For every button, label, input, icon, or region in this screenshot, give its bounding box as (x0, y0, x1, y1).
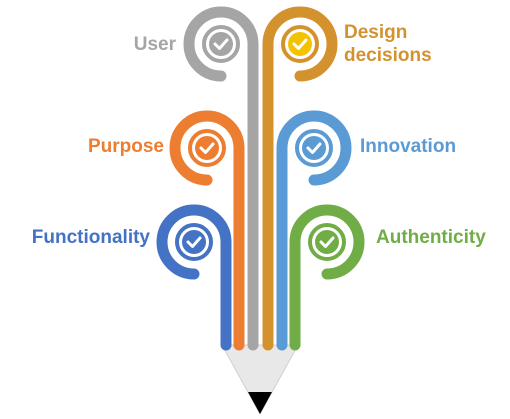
label-innovation: Innovation (360, 136, 457, 157)
stem-innovation (276, 110, 352, 351)
check-icon (295, 129, 333, 167)
pencil-tip (248, 392, 272, 414)
stem-user (183, 6, 259, 351)
stem-design-decisions (262, 6, 338, 351)
stem-authenticity (289, 204, 365, 351)
check-icon (202, 25, 240, 63)
stem-functionality (156, 204, 232, 351)
label-purpose: Purpose (87, 136, 164, 157)
label-design-line2: decisions (344, 45, 432, 66)
label-functionality: Functionality (31, 227, 150, 248)
check-icon (281, 25, 319, 63)
stem-purpose (169, 110, 245, 351)
label-design-decisions: Design decisions (344, 21, 432, 67)
label-design-line1: Design (344, 22, 408, 43)
label-authenticity: Authenticity (376, 227, 486, 248)
check-icon (188, 129, 226, 167)
label-user: User (133, 34, 176, 55)
check-icon (175, 223, 213, 261)
check-icon (308, 223, 346, 261)
pencil-wood (221, 344, 299, 416)
